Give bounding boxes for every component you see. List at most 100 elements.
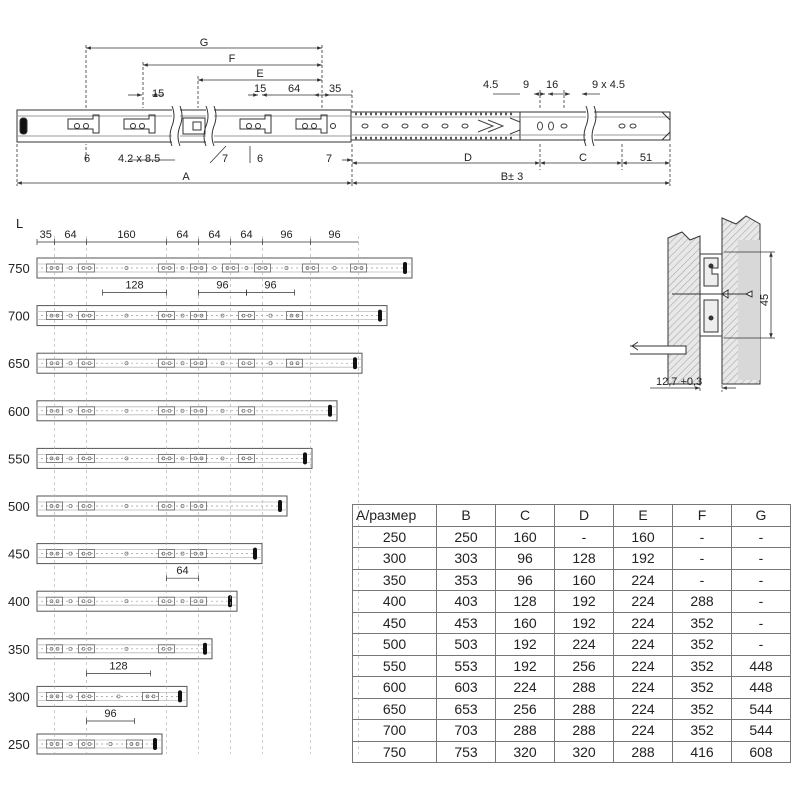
rail-hole xyxy=(167,599,172,604)
rail-hole xyxy=(151,694,156,699)
table-cell: 288 xyxy=(554,676,614,699)
rail-hole xyxy=(55,361,60,366)
rail-hole xyxy=(268,313,273,318)
dim-g: G xyxy=(200,37,209,49)
rail-hole xyxy=(199,408,204,413)
rail-slot xyxy=(126,739,143,749)
rail-hole xyxy=(124,504,129,508)
rail-body xyxy=(36,543,263,565)
rail-body xyxy=(36,638,213,660)
rail-hole xyxy=(257,266,262,270)
rail-hole xyxy=(81,742,86,746)
latch-icon xyxy=(253,547,257,560)
rail-hole xyxy=(87,646,92,651)
rail-hole xyxy=(55,408,60,413)
latch-icon xyxy=(403,262,407,274)
rail-hole xyxy=(193,456,198,461)
rail-hole xyxy=(55,646,60,651)
table-cell: 192 xyxy=(613,547,673,570)
rail-slot xyxy=(158,358,175,368)
rail-hole xyxy=(87,551,92,556)
rail-hole xyxy=(289,361,294,366)
table-cell: 96 xyxy=(495,568,555,591)
rail-hole xyxy=(87,599,92,604)
table-header-cell: F xyxy=(672,504,732,527)
table-header-cell: B xyxy=(436,504,496,527)
rail-hole xyxy=(81,266,86,270)
table-cell: - xyxy=(731,633,791,656)
rail-hole xyxy=(220,408,225,413)
rail-length-label: 300 xyxy=(8,689,30,704)
rail-hole xyxy=(241,361,246,366)
rail-hole xyxy=(161,551,166,556)
latch-icon xyxy=(328,404,332,417)
table-cell: 503 xyxy=(436,633,496,656)
dim-15a: 15 xyxy=(152,88,164,100)
rail-hole xyxy=(193,504,198,508)
table-cell: 553 xyxy=(436,654,496,677)
table-cell: 320 xyxy=(495,740,555,763)
rail-hole xyxy=(68,742,73,746)
table-cell: 96 xyxy=(495,547,555,570)
rail-slot xyxy=(238,406,255,416)
rail-hole xyxy=(268,361,273,366)
table-cell: 352 xyxy=(672,654,732,677)
table-cell: 160 xyxy=(495,611,555,634)
rail-hole xyxy=(68,551,73,556)
table-cell: 608 xyxy=(731,740,791,763)
table-cell: 224 xyxy=(613,633,673,656)
rail-hole xyxy=(193,551,198,556)
latch-icon xyxy=(228,595,232,608)
rail-hole xyxy=(124,599,129,604)
rail-hole xyxy=(68,646,73,651)
rail-hole xyxy=(68,313,73,318)
dim-b: B± 3 xyxy=(501,171,524,183)
rail-hole xyxy=(220,456,225,461)
dim-6b: 6 xyxy=(257,153,263,165)
dim-12-7: 12,7 +0,3 xyxy=(656,376,702,388)
rail-hole xyxy=(247,361,252,366)
table-cell: 224 xyxy=(554,633,614,656)
table-cell: 700 xyxy=(352,719,437,742)
table-cell: 550 xyxy=(352,654,437,677)
rail-hole xyxy=(332,266,337,270)
table-cell: 403 xyxy=(436,590,496,613)
cabinet-side-panel xyxy=(667,231,701,385)
rail-hole xyxy=(81,646,86,651)
table-cell: 288 xyxy=(613,740,673,763)
latch-icon xyxy=(203,642,207,655)
dimension-label: 96 xyxy=(264,280,276,292)
rail-hole xyxy=(180,599,185,604)
rail-hole xyxy=(161,266,166,270)
table-cell: - xyxy=(672,525,732,548)
rail-hole xyxy=(68,599,73,604)
rail-hole xyxy=(199,599,204,604)
table-cell: 288 xyxy=(554,697,614,720)
rail-hole xyxy=(124,408,129,413)
rail-hole xyxy=(161,313,166,318)
rail-hole xyxy=(193,408,198,413)
rail-hole xyxy=(241,408,246,413)
outer-rail xyxy=(16,109,352,143)
rail-hole xyxy=(220,313,225,318)
rail-hole xyxy=(108,742,113,746)
rail-slot xyxy=(78,358,95,368)
rail-length-label: 500 xyxy=(8,499,30,514)
latch-icon xyxy=(278,500,282,512)
dimension-label: 96 xyxy=(280,229,292,241)
rail-hole xyxy=(167,551,172,556)
latch-icon xyxy=(19,117,28,135)
table-cell: 160 xyxy=(613,525,673,548)
dimension-label: 64 xyxy=(240,229,252,241)
rail-hole xyxy=(81,361,86,366)
rail-slot xyxy=(286,311,303,321)
dimension-label: 128 xyxy=(109,660,127,672)
table-cell: 224 xyxy=(613,676,673,699)
rail-length-label: 350 xyxy=(8,642,30,657)
table-cell: - xyxy=(554,525,614,548)
rail-hole xyxy=(199,266,204,270)
rail-hole xyxy=(161,504,166,508)
